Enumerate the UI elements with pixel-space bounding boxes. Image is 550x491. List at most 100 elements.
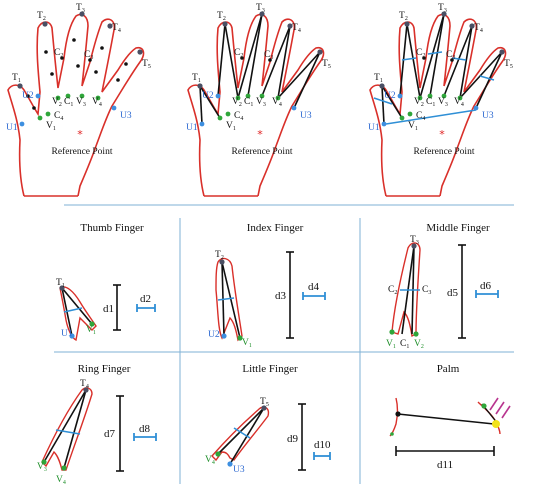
finger-bone [475,51,503,109]
green-point [457,95,463,101]
label-v-left: V1 [386,339,396,350]
finger-width-line [427,51,443,55]
finger-bone [381,85,385,125]
tip-point [469,23,475,29]
label-c4: C4 [54,111,63,122]
thumb-outline [59,286,97,342]
tip-point [17,83,23,89]
label-v1: V1 [408,121,418,132]
blue-point [69,333,75,339]
finger-bone [381,85,403,119]
green-point [407,111,413,117]
little-outline [211,406,270,462]
svg-text:d10: d10 [314,439,331,451]
label-t2: T2 [217,11,226,22]
knuckle-point [76,64,80,68]
dimension-d1: d1 [103,284,121,331]
label-t3: T3 [76,3,85,14]
label-c2: C2 [234,48,243,59]
green-point [55,95,61,101]
green-point [95,95,101,101]
thumb-width-line [63,307,83,313]
index-width-line [217,297,235,301]
reference-point-label: Reference Point [52,146,113,157]
palm-outline-right [477,401,501,435]
label-c1: C1 [426,97,435,108]
label-c4: C4 [234,111,243,122]
label-u3: U3 [300,111,312,121]
green-point [237,335,243,341]
blue-point [381,121,387,127]
blue-point [227,461,233,467]
dimension-d7: d7 [104,395,124,472]
knuckle-point [50,72,54,76]
green-point [41,459,47,465]
panel-title: Middle Finger [426,222,490,234]
tip-point [404,21,410,27]
blue-point [111,105,117,111]
green-point [215,451,221,457]
tip-point [79,11,85,17]
label-v3: V3 [256,97,266,108]
label-u: U2 [208,330,220,340]
green-point [390,432,394,436]
tip-point [83,387,89,393]
label-t1: T1 [12,73,21,84]
dimension-d4: d4 [302,281,326,300]
blue-point [199,121,205,127]
label-u2: U2 [202,91,214,101]
green-point [245,93,251,99]
finger-bone [199,85,203,125]
panel-title: Ring Finger [78,363,131,375]
label-t: T2 [215,250,224,261]
label-v-right: V4 [56,475,66,486]
dimension-d9: d9 [287,403,306,471]
green-point [89,321,95,327]
label-v: V1 [242,338,252,349]
label-v2: V2 [52,97,62,108]
label-c-right: C3 [422,285,431,296]
label-t4: T4 [292,23,301,34]
tip-point [499,49,505,55]
knuckle-point [124,62,128,66]
tip-point [259,11,265,17]
index-outline [215,257,243,342]
tip-point [441,11,447,17]
knuckle-point [450,58,454,62]
knuckle-point [44,50,48,54]
reference-point-label: Reference Point [232,146,293,157]
svg-text:d6: d6 [480,280,492,292]
finger-bone [459,51,503,99]
tip-point [222,21,228,27]
finger-width-line [373,97,393,105]
index-bone-b [221,261,241,339]
label-u1: U1 [186,123,198,133]
label-v-left: V3 [37,462,47,473]
tip-point [317,49,323,55]
label-c2: C2 [416,48,425,59]
tip-point [219,259,225,265]
knuckle-point [94,70,98,74]
label-v4: V4 [92,97,102,108]
label-c-bottom: C1 [400,339,409,350]
finger-bone [429,13,445,97]
reference-star-icon: * [257,128,263,141]
label-u: U3 [233,465,245,475]
label-c3: C3 [446,50,455,61]
finger-width-line [479,75,495,81]
label-v3: V3 [76,97,86,108]
dimension-d3: d3 [275,251,294,339]
label-v2: V2 [232,97,242,108]
panel-title: Palm [437,363,460,375]
label-v: V1 [86,325,96,336]
finger-width-line [401,57,417,61]
knuckle-point [32,106,36,110]
label-t: T3 [410,235,419,246]
palm-width-line [397,413,495,425]
knuckle-point [88,58,92,62]
svg-text:d5: d5 [447,287,459,299]
green-point [417,95,423,101]
